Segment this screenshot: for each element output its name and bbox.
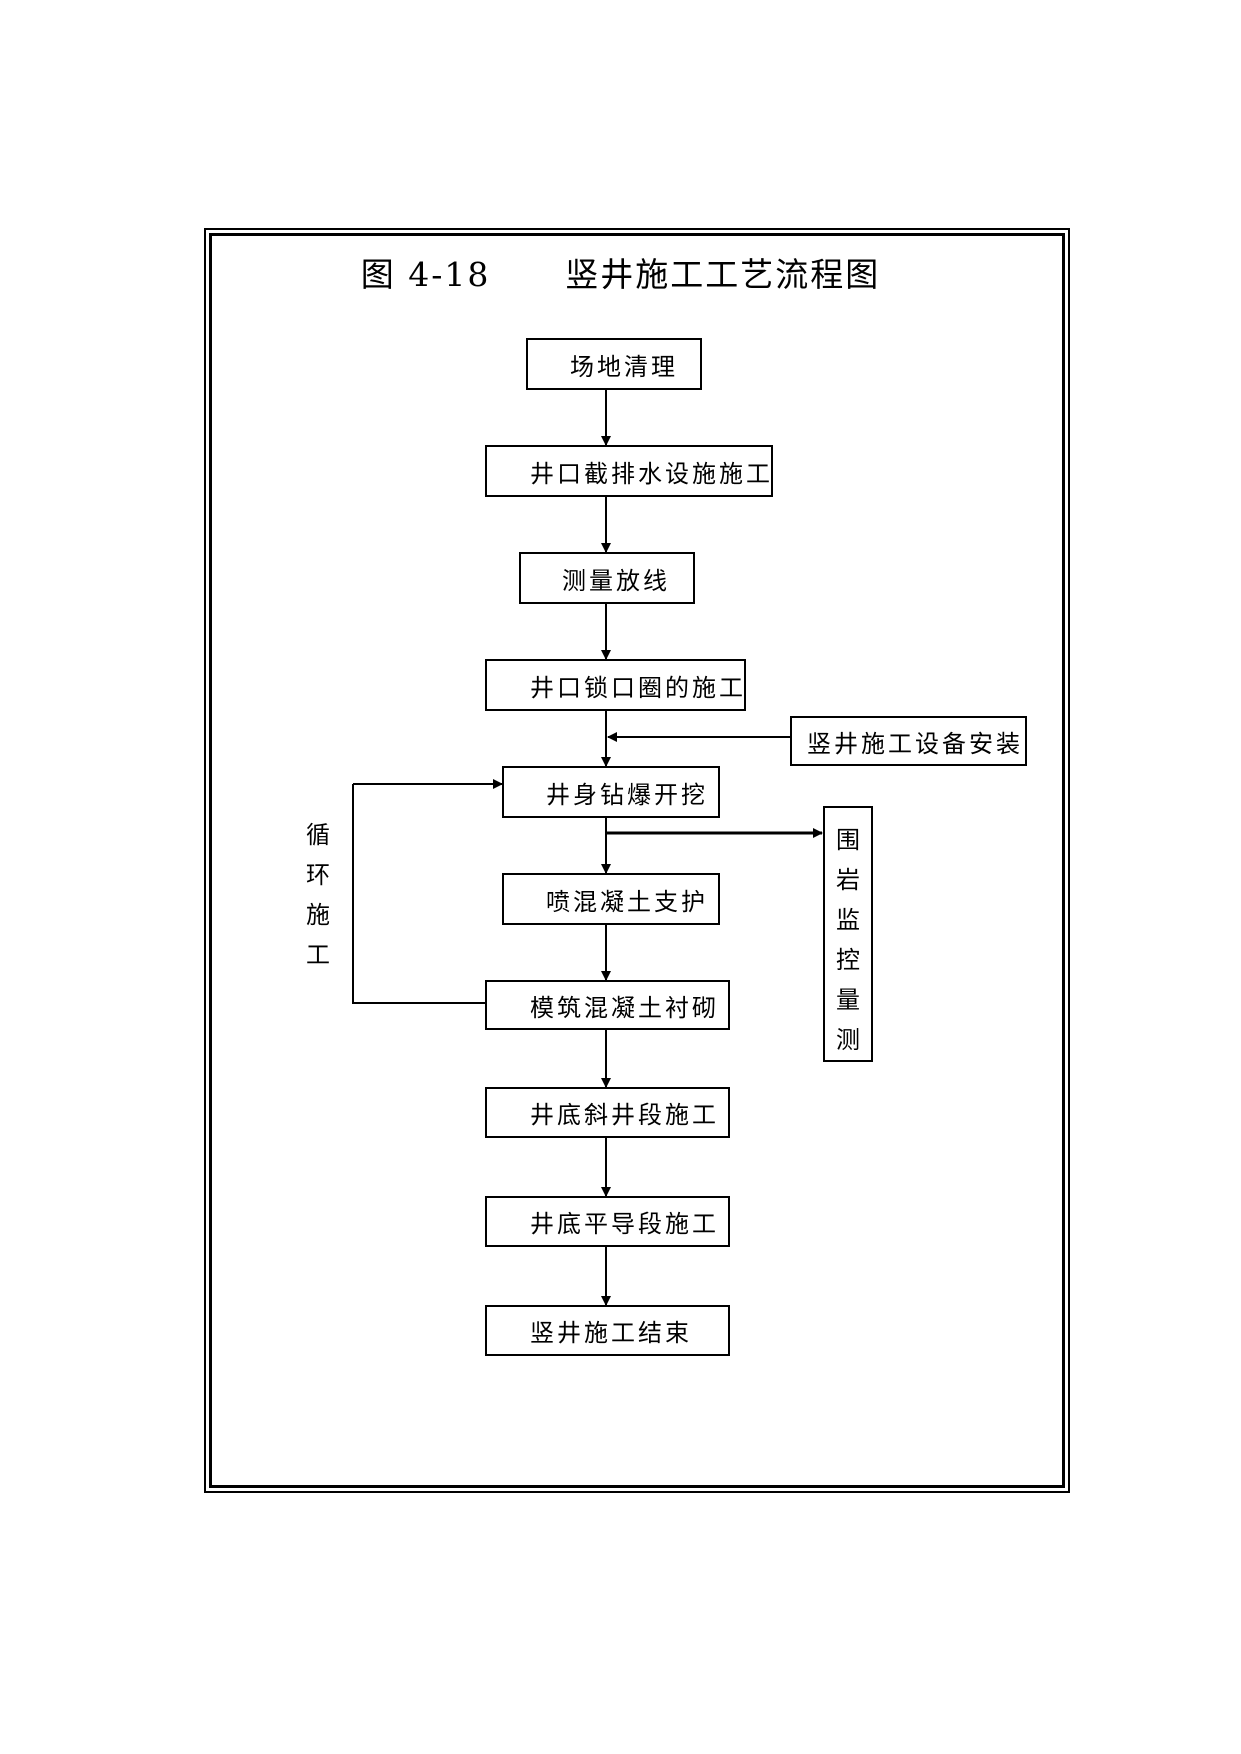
step-drainage: 井口截排水设施施工 [485, 445, 773, 497]
figure-caption: 竖井施工工艺流程图 [565, 255, 881, 294]
step-label: 井身钻爆开挖 [546, 780, 708, 809]
step-label: 井口截排水设施施工 [530, 459, 773, 488]
step-label: 井口锁口圈的施工 [530, 673, 746, 702]
monitor-char: 测 [836, 1026, 860, 1054]
loop-char: 施 [306, 901, 330, 929]
step-label: 模筑混凝土衬砌 [530, 993, 719, 1022]
monitor-char: 监 [836, 906, 860, 934]
loop-label: 循 环 施 工 [302, 815, 334, 975]
monitor-char: 量 [836, 986, 860, 1014]
figure-number: 图 4-18 [360, 255, 491, 294]
step-collar: 井口锁口圈的施工 [485, 659, 746, 711]
side-input-label: 竖井施工设备安装 [807, 729, 1023, 758]
step-label: 测量放线 [562, 566, 670, 595]
side-rock-monitoring: 围 岩 监 控 量 测 [823, 806, 873, 1062]
side-equipment-install: 竖井施工设备安装 [790, 716, 1027, 766]
loop-line [352, 784, 486, 1004]
step-shotcrete: 喷混凝土支护 [502, 873, 720, 925]
step-site-clearing: 场地清理 [526, 338, 702, 390]
step-blasting: 井身钻爆开挖 [502, 766, 720, 818]
outer-border [204, 228, 1070, 1493]
step-label: 井底平导段施工 [530, 1210, 719, 1238]
inner-border [209, 233, 1065, 1488]
step-label: 井底斜井段施工 [530, 1101, 719, 1129]
step-label: 竖井施工结束 [530, 1319, 692, 1347]
step-label: 场地清理 [570, 352, 678, 381]
step-lining: 模筑混凝土衬砌 [485, 980, 730, 1030]
loop-char: 工 [306, 941, 330, 969]
step-incline: 井底斜井段施工 [485, 1087, 730, 1138]
monitor-char: 岩 [836, 866, 860, 894]
monitor-char: 围 [836, 826, 860, 854]
loop-char: 循 [306, 821, 330, 849]
step-label: 喷混凝土支护 [546, 887, 708, 916]
diagram-title: 图 4-18 竖井施工工艺流程图 [0, 248, 1241, 296]
step-finish: 竖井施工结束 [485, 1305, 730, 1356]
step-survey: 测量放线 [519, 552, 695, 604]
step-adit: 井底平导段施工 [485, 1196, 730, 1247]
monitor-char: 控 [836, 946, 860, 974]
loop-char: 环 [306, 861, 330, 889]
